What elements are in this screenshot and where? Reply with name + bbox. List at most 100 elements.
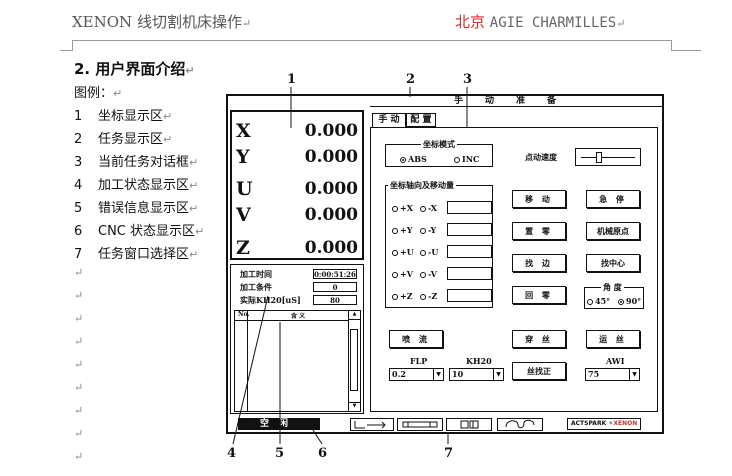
callout-3: 3 xyxy=(463,72,473,87)
empty-paragraph: ↵ xyxy=(74,266,84,279)
header-company: 北京 AGIE CHARMILLES↵ xyxy=(455,13,626,31)
status-value: 0 xyxy=(313,282,357,292)
jog-speed-slider[interactable] xyxy=(575,148,641,166)
wire-align-button[interactable]: 丝找正 xyxy=(512,362,566,380)
radio-axis-minus[interactable]: -Y xyxy=(420,225,436,235)
tab-config[interactable]: 配 置 xyxy=(406,113,436,127)
scroll-thumb[interactable] xyxy=(350,329,358,391)
figure-label: 图例：↵ xyxy=(74,86,123,101)
chevron-down-icon[interactable]: ▼ xyxy=(433,369,443,380)
task-window-wire-button[interactable] xyxy=(497,418,543,431)
axis-move-group: 坐标轴向及移动量 +X -X +Y -Y +U -U +V -V +Z -Z xyxy=(385,180,493,308)
callout-4: 4 xyxy=(227,446,237,461)
group-title: 角 度 xyxy=(601,282,624,293)
flush-button[interactable]: 喷 流 xyxy=(389,330,443,348)
wire-loop-icon xyxy=(505,419,535,429)
set-zero-button[interactable]: 置 零 xyxy=(512,222,566,240)
scroll-down-icon[interactable]: ▼ xyxy=(349,402,360,411)
star-icon: ✶ xyxy=(608,420,614,427)
find-edge-button[interactable]: 找 边 xyxy=(512,254,566,272)
machine-origin-button[interactable]: 机械原点 xyxy=(586,222,640,240)
callout-2: 2 xyxy=(406,72,416,87)
section-title: 2. 用户界面介绍↵ xyxy=(74,60,195,78)
header-rule xyxy=(72,40,672,41)
machine-table-icon xyxy=(402,421,438,428)
kh20-select[interactable]: 10▼ xyxy=(449,368,504,381)
task-window-files-button[interactable] xyxy=(446,418,492,431)
status-label: 加工时间 xyxy=(240,269,272,279)
tab-manual[interactable]: 手 动 xyxy=(372,113,406,128)
radio-axis-minus[interactable]: -X xyxy=(420,203,437,213)
move-amount-input[interactable] xyxy=(447,245,492,258)
radio-axis-minus[interactable]: -Z xyxy=(420,291,437,301)
move-button[interactable]: 移 动 xyxy=(512,190,566,208)
slider-thumb[interactable] xyxy=(596,152,602,163)
radio-axis-plus[interactable]: +Y xyxy=(392,225,412,235)
move-amount-input[interactable] xyxy=(447,289,492,302)
radio-axis-plus[interactable]: +U xyxy=(392,247,414,257)
awi-label: AWI xyxy=(606,356,625,366)
jog-speed-label: 点动速度 xyxy=(525,152,557,162)
header-ext-right xyxy=(671,50,701,51)
radio-axis-plus[interactable]: +V xyxy=(392,269,413,279)
task-window-manual-button[interactable] xyxy=(350,418,394,431)
flp-label: FLP xyxy=(410,356,428,366)
status-label: 实际KH20[uS] xyxy=(240,295,301,305)
radio-axis-plus[interactable]: +X xyxy=(392,203,413,213)
status-value: 80 xyxy=(313,295,357,305)
move-amount-input[interactable] xyxy=(447,201,492,214)
wire-move-icon xyxy=(354,421,386,429)
col-meaning: 含 义 xyxy=(291,313,306,320)
thread-wire-button[interactable]: 穿 丝 xyxy=(512,330,566,348)
chevron-down-icon[interactable]: ▼ xyxy=(629,369,639,380)
radio-axis-plus[interactable]: +Z xyxy=(392,291,413,301)
radio-angle-45[interactable]: 45° xyxy=(587,296,610,306)
files-icon xyxy=(460,420,479,429)
radio-axis-minus[interactable]: -V xyxy=(420,269,437,279)
callout-7: 7 xyxy=(444,446,454,461)
awi-select[interactable]: 75▼ xyxy=(585,368,640,381)
callout-6: 6 xyxy=(318,446,328,461)
task-window-edit-button[interactable] xyxy=(397,418,443,431)
machining-status-panel: 加工时间 0:00:51:26 加工条件 0 实际KH20[uS] 80 No.… xyxy=(230,264,364,414)
callout-5: 5 xyxy=(275,446,285,461)
header-tick-left xyxy=(72,40,73,50)
wire-feed-button[interactable]: 运 丝 xyxy=(586,330,640,348)
error-message-table: No. 含 义 ▲ ▼ xyxy=(234,310,361,412)
radio-angle-90[interactable]: 90° xyxy=(618,296,641,306)
move-amount-input[interactable] xyxy=(447,267,492,280)
flp-select[interactable]: 0.2▼ xyxy=(389,368,444,381)
return-zero-button[interactable]: 回 零 xyxy=(512,286,566,304)
empty-paragraph: ↵ xyxy=(74,289,84,302)
empty-paragraph: ↵ xyxy=(74,450,84,463)
error-scrollbar[interactable]: ▲ ▼ xyxy=(348,311,360,411)
group-title: 坐标轴向及移动量 xyxy=(388,180,456,191)
emergency-stop-button[interactable]: 急 停 xyxy=(586,190,640,208)
find-center-button[interactable]: 找中心 xyxy=(586,254,640,272)
scroll-up-icon[interactable]: ▲ xyxy=(349,311,360,320)
header-ext-left xyxy=(60,50,73,51)
radio-axis-minus[interactable]: -U xyxy=(420,247,438,257)
cnc-state-display: 空闲 xyxy=(238,418,320,430)
move-amount-input[interactable] xyxy=(447,223,492,236)
coord-mode-group: 坐标模式 ABS INC xyxy=(385,139,493,167)
radio-abs[interactable]: ABS xyxy=(400,154,427,164)
slider-track xyxy=(581,157,635,158)
callout-1: 1 xyxy=(287,72,297,87)
empty-paragraph: ↵ xyxy=(74,358,84,371)
chevron-down-icon[interactable]: ▼ xyxy=(493,369,503,380)
kh20-label: KH20 xyxy=(466,356,492,366)
radio-inc[interactable]: INC xyxy=(454,154,479,164)
empty-paragraph: ↵ xyxy=(74,335,84,348)
